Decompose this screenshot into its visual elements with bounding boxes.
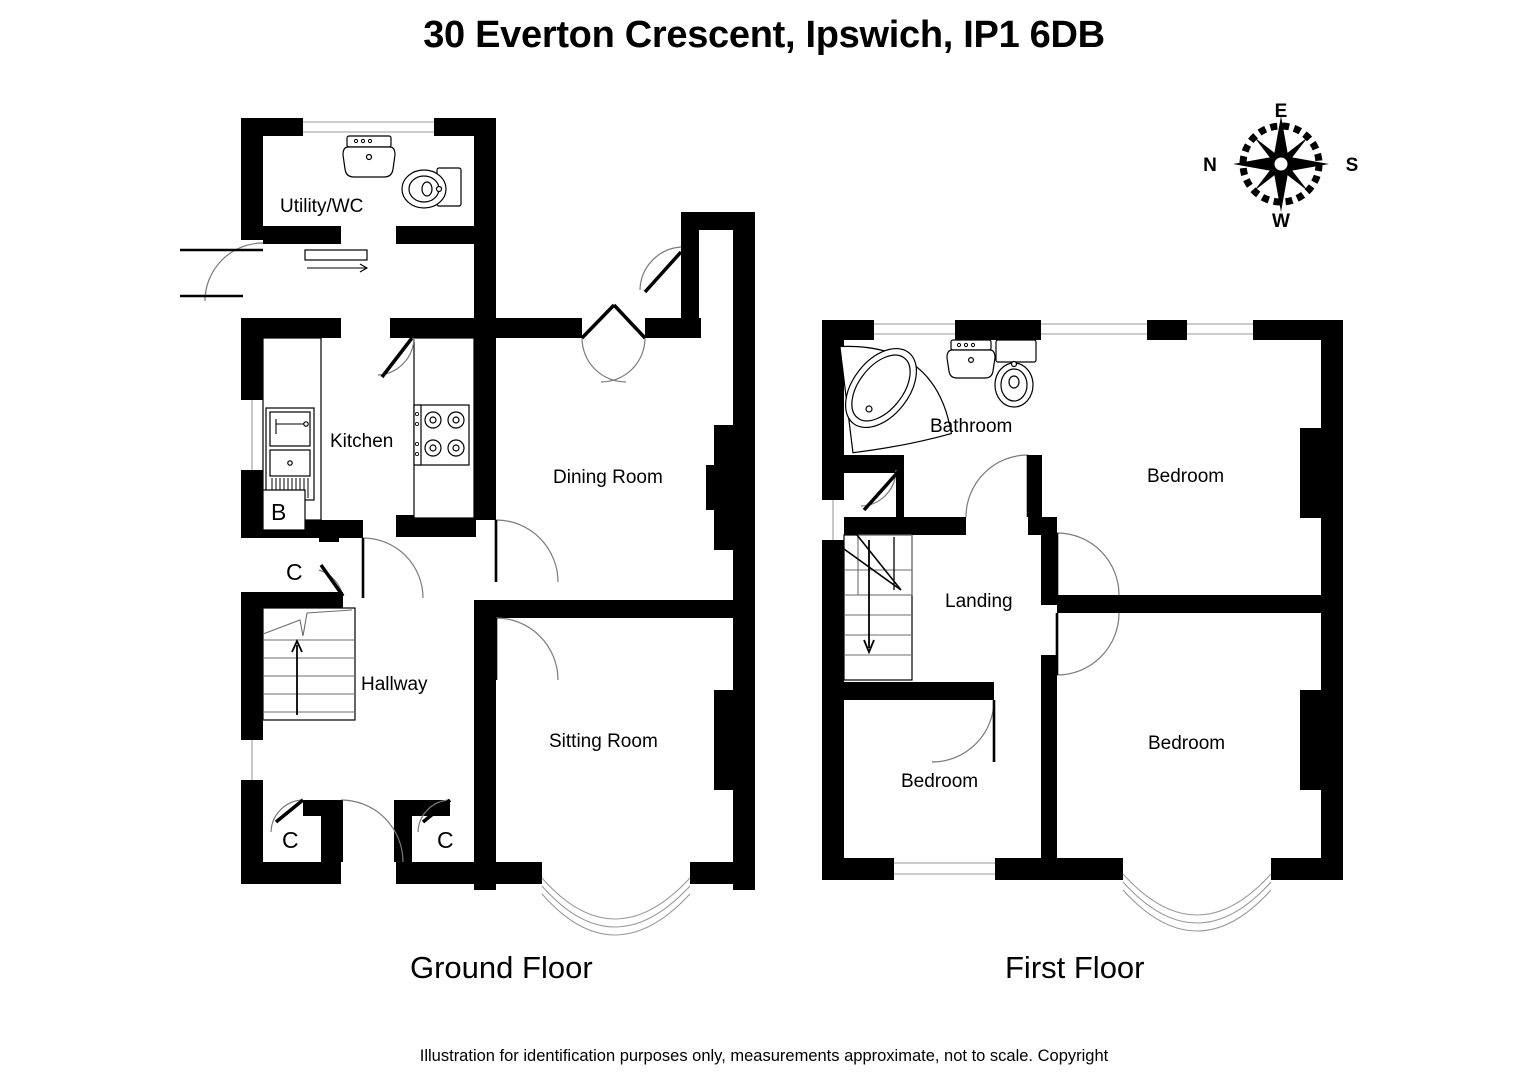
- room-label-kitchen: Kitchen: [330, 431, 393, 452]
- marker-boiler: B: [271, 499, 286, 525]
- compass-label-left: N: [1203, 155, 1217, 176]
- room-label-bathroom: Bathroom: [930, 416, 1012, 437]
- boiler-box: [262, 489, 306, 531]
- compass-label-bottom: W: [1272, 211, 1290, 232]
- room-label-bedroom-1: Bedroom: [1147, 466, 1224, 487]
- utility-toilet-icon: [401, 167, 462, 209]
- room-label-bedroom-3: Bedroom: [901, 771, 978, 792]
- ground-floor-door-arcs: [180, 242, 683, 863]
- first-floor-staircase: [843, 534, 913, 681]
- room-label-landing: Landing: [945, 591, 1013, 612]
- first-floor-door-arcs: [860, 454, 1120, 763]
- ground-left-wall-windows: [241, 240, 263, 780]
- first-floor-walls: [822, 320, 1343, 880]
- ground-floor-plan: Utility/WC Kitchen Dining Room Sitting R…: [180, 118, 755, 936]
- first-floor-plan: Bathroom Bedroom Bedroom Bedroom Landing: [822, 320, 1343, 932]
- footer-disclaimer: Illustration for identification purposes…: [419, 1047, 1109, 1065]
- utility-sliding-door-icon: [304, 249, 369, 273]
- room-label-dining-room: Dining Room: [553, 467, 663, 488]
- bathroom-corner-bath-icon: [839, 345, 953, 454]
- page-title: 30 Everton Crescent, Ipswich, IP1 6DB: [423, 14, 1105, 56]
- room-label-utility-wc: Utility/WC: [280, 196, 363, 217]
- room-label-bedroom-2: Bedroom: [1148, 733, 1225, 754]
- marker-cupboard-3: C: [437, 827, 454, 853]
- sitting-room-bay-window: [541, 877, 691, 936]
- ground-floor-caption: Ground Floor: [410, 950, 593, 985]
- compass-rose: E W N S: [1203, 101, 1359, 232]
- bathroom-toilet-icon: [994, 339, 1037, 408]
- first-floor-windows: [822, 320, 1253, 880]
- kitchen-counter-right: [413, 337, 475, 519]
- ground-floor-walls: [241, 118, 755, 890]
- utility-sink-icon: [342, 135, 396, 178]
- bedroom2-bay-window: [1122, 873, 1272, 932]
- bathroom-sink-icon: [946, 339, 996, 379]
- ground-floor-windows: [303, 118, 434, 884]
- compass-label-top: E: [1275, 101, 1288, 122]
- marker-cupboard-1: C: [286, 559, 303, 585]
- ground-staircase: [262, 607, 356, 721]
- room-label-sitting-room: Sitting Room: [549, 731, 658, 752]
- room-label-hallway: Hallway: [361, 674, 428, 695]
- first-floor-caption: First Floor: [1005, 950, 1145, 985]
- marker-cupboard-2: C: [282, 827, 299, 853]
- compass-label-right: S: [1346, 155, 1359, 176]
